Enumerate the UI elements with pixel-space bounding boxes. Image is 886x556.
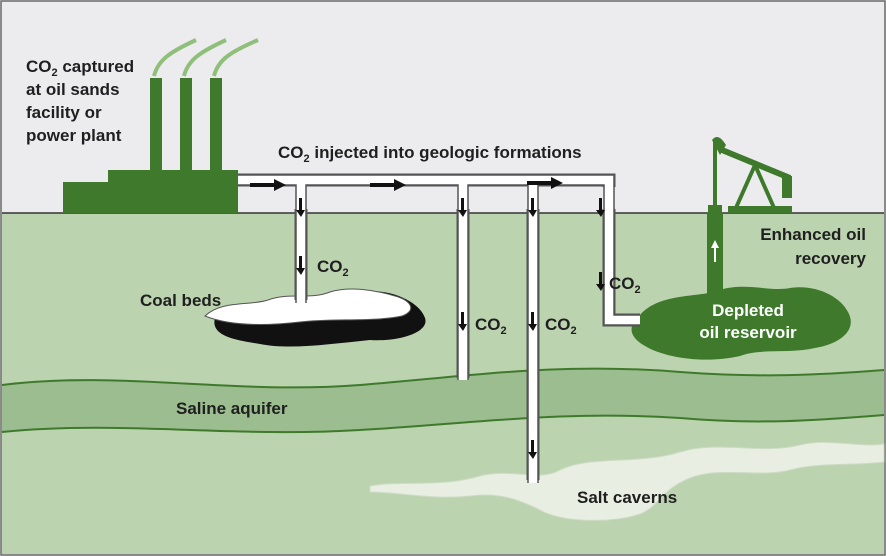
eor-label-line1: Enhanced oil [760, 225, 866, 244]
eor-label-line2: recovery [795, 249, 866, 268]
arrow-down-icon [296, 198, 605, 459]
pipe-reservoir-elbow [604, 315, 640, 325]
arrow-right-icon [527, 177, 563, 189]
source-label-line3: facility or [26, 103, 102, 122]
reservoir-label-line1: Depleted [712, 301, 784, 320]
salt-caverns-shape [369, 441, 885, 521]
arrow-right-icon [370, 179, 406, 191]
co2-label-reservoir: CO2 [609, 274, 641, 296]
pumpjack-icon [708, 136, 792, 213]
source-label-line4: power plant [26, 126, 122, 145]
coal-beds-label: Coal beds [140, 291, 221, 310]
arrow-up-icon [711, 240, 719, 248]
reservoir-label-line2: oil reservoir [699, 323, 797, 342]
pipe-coal [296, 175, 306, 303]
source-label-line1: CO2 captured [26, 57, 134, 79]
salt-caverns-label: Salt caverns [577, 488, 677, 507]
co2-label-coal: CO2 [317, 257, 349, 279]
aquifer-top-line [1, 367, 885, 389]
pipe-reservoir [604, 175, 614, 325]
source-label-line2: at oil sands [26, 80, 120, 99]
smokestack-icon [152, 38, 259, 77]
saline-aquifer-label: Saline aquifer [176, 399, 288, 418]
pipe-aquifer [458, 175, 468, 380]
co2-label-salt: CO2 [545, 315, 577, 337]
coal-beds-top [204, 288, 412, 325]
aquifer-bottom-line [1, 414, 885, 434]
oil-reservoir-shape [631, 286, 851, 360]
co2-label-aquifer: CO2 [475, 315, 507, 337]
arrow-right-icon [250, 179, 286, 191]
pipeline-label: CO2 injected into geologic formations [278, 143, 582, 165]
factory-icon [63, 78, 238, 213]
pipe-horizontal [238, 175, 609, 185]
